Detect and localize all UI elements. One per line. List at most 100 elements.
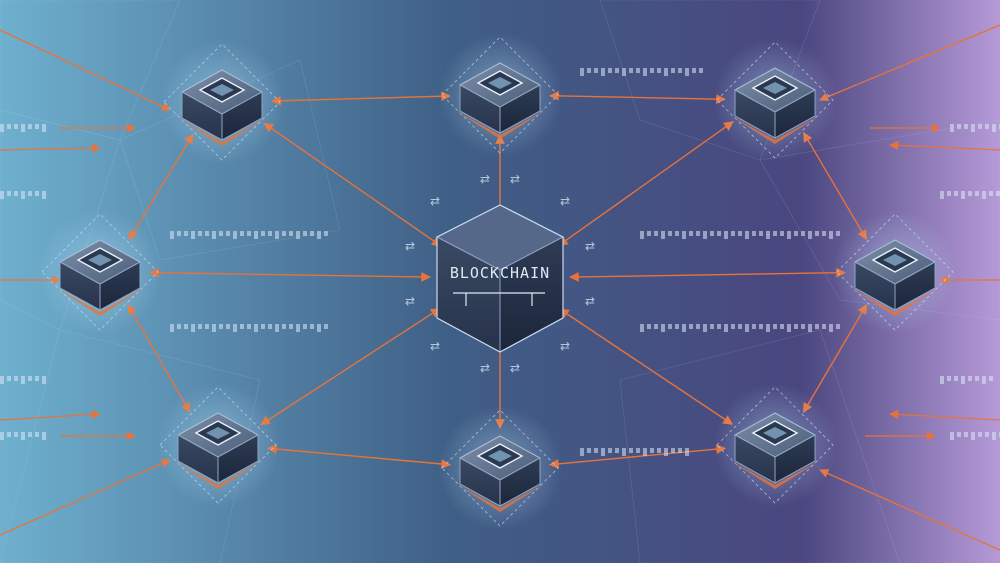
- glyph-mark: [170, 324, 174, 332]
- node-right-face: [774, 434, 816, 484]
- glyph-mark: [184, 324, 188, 329]
- glyph-mark: [7, 376, 11, 381]
- glyph-mark: [664, 68, 668, 76]
- chip-core: [883, 254, 907, 266]
- glyph-mark: [815, 324, 819, 329]
- glyph-mark: [240, 324, 244, 329]
- glyph-mark: [587, 448, 591, 453]
- glyph-mark: [205, 324, 209, 329]
- glyph-mark: [170, 231, 174, 239]
- glyph-mark: [752, 324, 756, 329]
- glyph-strip: [580, 448, 689, 456]
- glyph-mark: [992, 432, 996, 440]
- glyph-mark: [971, 432, 975, 440]
- glyph-mark: [661, 231, 665, 239]
- glyph-mark: [324, 324, 328, 329]
- node-top-right: [713, 38, 837, 162]
- glyph-mark: [275, 324, 279, 332]
- glyph-mark: [968, 191, 972, 196]
- glyph-mark: [978, 432, 982, 437]
- glyph-mark: [947, 191, 951, 196]
- node-top-left: [160, 40, 284, 164]
- node-right-face: [217, 434, 259, 484]
- glyph-mark: [622, 68, 626, 76]
- sync-icon: ⇄: [560, 194, 570, 208]
- glyph-mark: [682, 231, 686, 239]
- glyph-mark: [668, 324, 672, 329]
- glyph-mark: [968, 376, 972, 381]
- glyph-mark: [636, 448, 640, 453]
- glyph-mark: [985, 124, 989, 129]
- node-hex-outline: [41, 213, 159, 331]
- chip-core: [88, 254, 112, 266]
- glyph-mark: [289, 231, 293, 236]
- glyph-mark: [940, 376, 944, 384]
- glyph-mark: [647, 324, 651, 329]
- node-hex-outline: [159, 386, 277, 504]
- glyph-mark: [957, 432, 961, 437]
- glyph-mark: [961, 191, 965, 199]
- connection-arrow: [263, 122, 442, 247]
- glyph-mark: [608, 68, 612, 73]
- glyph-mark: [615, 68, 619, 73]
- glyph-mark: [601, 448, 605, 456]
- glyph-mark: [28, 191, 32, 196]
- node-top-center: [438, 33, 562, 157]
- glyph-mark: [580, 448, 584, 456]
- node-layer: [38, 33, 957, 530]
- node-hex-outline: [163, 43, 281, 161]
- glyph-mark: [35, 376, 39, 381]
- glyph-mark: [42, 376, 46, 384]
- glyph-mark: [219, 231, 223, 236]
- sync-icon: ⇄: [480, 172, 490, 186]
- glyph-mark: [978, 124, 982, 129]
- glyph-mark: [801, 231, 805, 236]
- glyph-mark: [14, 376, 18, 381]
- glyph-mark: [940, 191, 944, 199]
- glyph-strip: [940, 376, 993, 384]
- glyph-mark: [787, 231, 791, 239]
- glyph-mark: [282, 324, 286, 329]
- glyph-mark: [685, 68, 689, 76]
- glyph-mark: [766, 324, 770, 332]
- glyph-mark: [675, 324, 679, 329]
- glyph-mark: [28, 124, 32, 129]
- glyph-mark: [808, 324, 812, 332]
- glyph-mark: [794, 324, 798, 329]
- glyph-mark: [950, 124, 954, 132]
- glyph-mark: [964, 432, 968, 437]
- glyph-mark: [689, 231, 693, 236]
- glyph-mark: [636, 68, 640, 73]
- glyph-mark: [650, 448, 654, 453]
- glyph-strip: [640, 324, 840, 332]
- glyph-mark: [7, 432, 11, 437]
- glyph-mark: [594, 448, 598, 453]
- glyph-strip: [170, 324, 328, 332]
- glyph-mark: [822, 231, 826, 236]
- glyph-mark: [954, 191, 958, 196]
- connection-arrow: [549, 91, 726, 104]
- sync-icon: ⇄: [585, 294, 595, 308]
- edge-arrow: [819, 469, 1000, 551]
- glyph-mark: [643, 68, 647, 76]
- glyph-mark: [21, 432, 25, 440]
- glyph-mark: [14, 432, 18, 437]
- glyph-mark: [678, 68, 682, 73]
- node-right-face: [99, 261, 141, 311]
- edge-arrow: [0, 409, 101, 421]
- glyph-mark: [14, 124, 18, 129]
- connection-arrow: [149, 267, 431, 282]
- glyph-mark: [191, 324, 195, 332]
- glyph-mark: [643, 448, 647, 456]
- glyph-mark: [692, 68, 696, 73]
- glyph-mark: [42, 191, 46, 199]
- glyph-mark: [975, 376, 979, 381]
- glyph-mark: [198, 324, 202, 329]
- glyph-mark: [324, 231, 328, 236]
- glyph-mark: [794, 231, 798, 236]
- glyph-mark: [268, 324, 272, 329]
- glyph-mark: [699, 68, 703, 73]
- glyph-mark: [752, 231, 756, 236]
- glyph-mark: [184, 231, 188, 236]
